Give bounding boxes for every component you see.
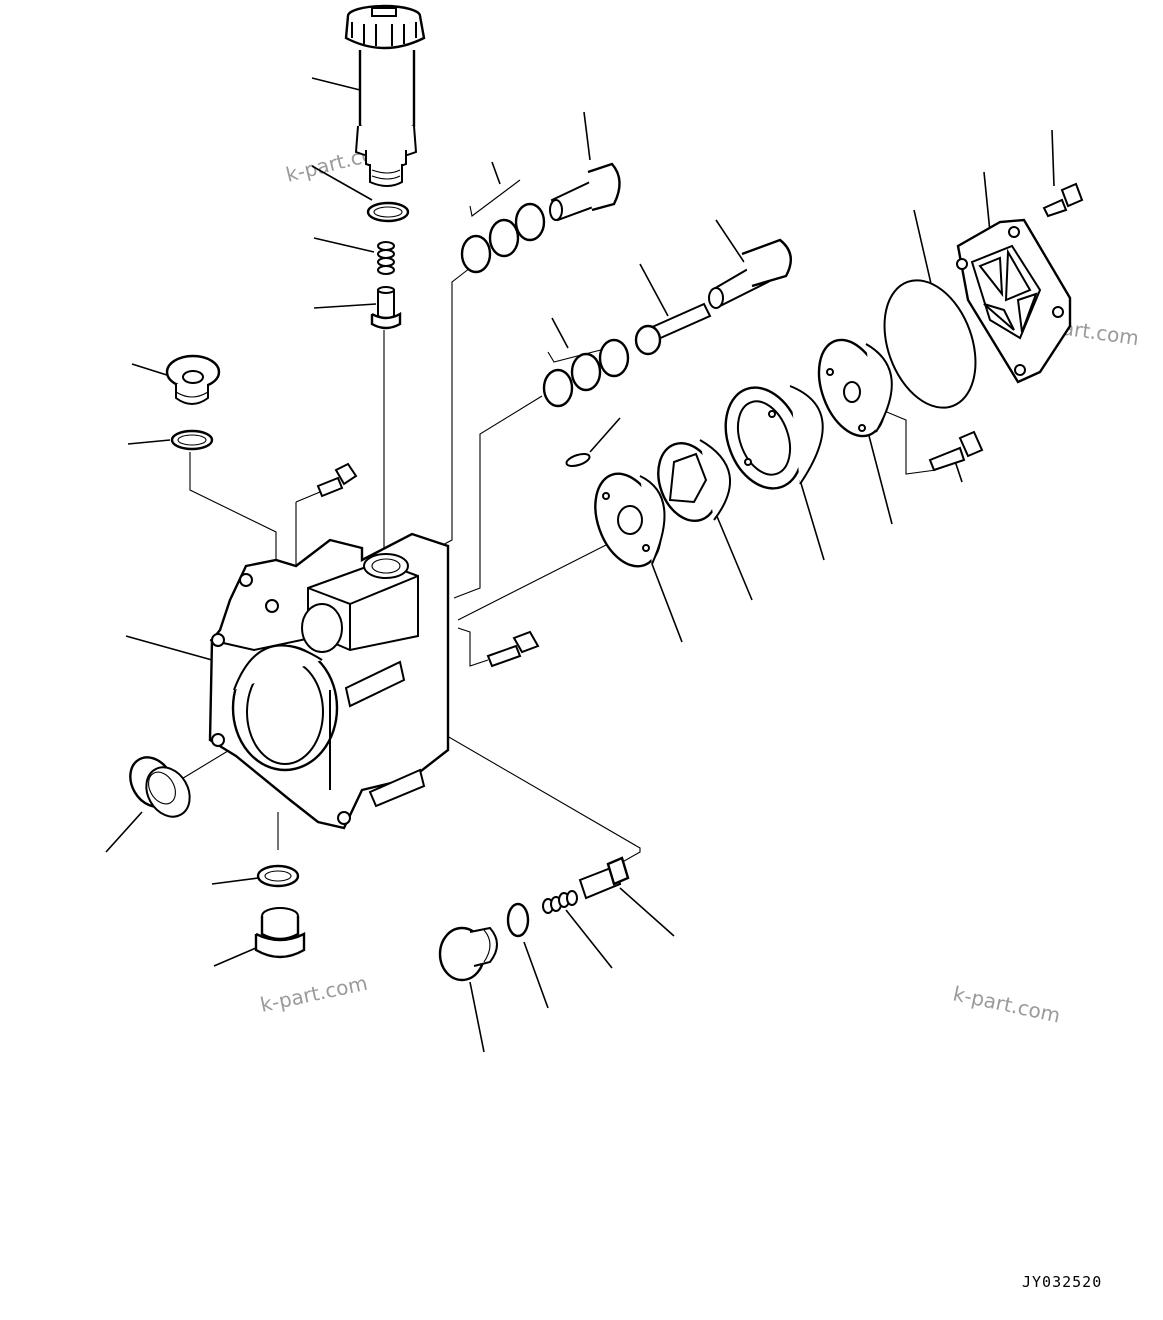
watermark-bottom-right: k-part.com [951,981,1063,1027]
o-ring-bottom [506,902,530,938]
drawing-code: JY032520 [1022,1273,1102,1291]
cap-nut [438,926,498,982]
o-ring-top [366,201,410,223]
o-ring-set-upper [460,202,546,274]
side-plate-inner [594,472,666,568]
gasket-left [170,429,214,451]
spring-top [377,241,395,275]
fitting-middle [708,238,792,309]
plug-left-top [165,354,221,405]
bolt-cover-bottom [928,430,984,472]
valve-pin [634,302,712,356]
cam-ring [724,385,824,490]
hand-priming-pump [344,4,426,187]
pump-cover [956,218,1072,384]
pump-body [208,532,450,830]
bolt-small-top [316,462,358,498]
bolt-middle [486,630,540,668]
plug-bottom-left [254,907,306,959]
watermark-bottom-left: k-part.com [258,971,370,1017]
o-ring-set-lower [542,338,630,408]
rotor [657,439,731,522]
leader-lines [105,77,1055,1053]
valve-bottom [578,856,630,900]
spring-bottom [542,890,578,914]
gasket-large [883,279,977,409]
fitting-top [549,162,621,222]
gasket-bottom [256,864,300,888]
valve-top [370,286,402,330]
side-plate-outer [817,338,893,438]
key [565,452,591,468]
bolt-cover-top [1042,182,1084,218]
oil-seal [129,756,191,818]
